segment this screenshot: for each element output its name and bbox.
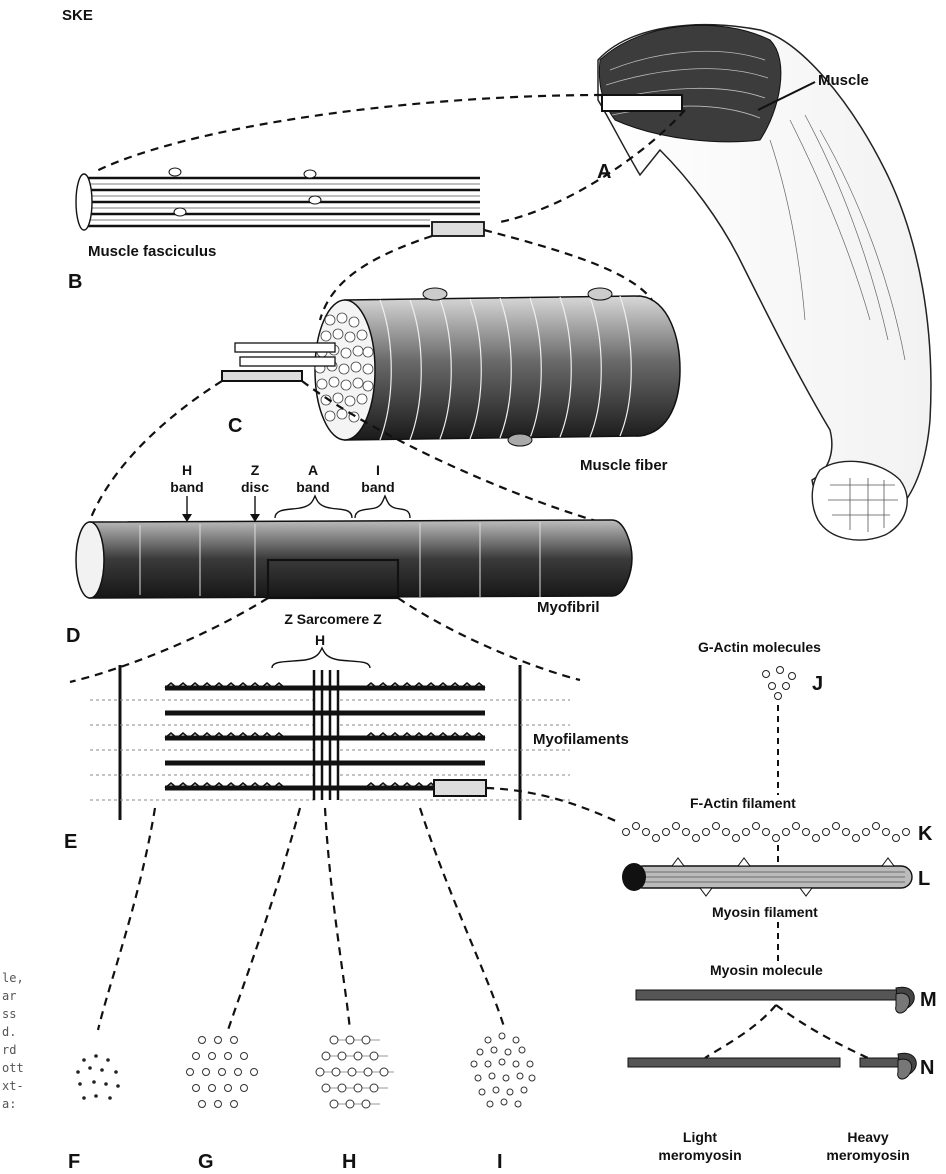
label-g-actin: G-Actin molecules [698,639,821,655]
connector-e-f [98,808,155,1030]
label-myosin-filament: Myosin filament [712,904,818,920]
cross-section-g [187,1037,258,1108]
panel-letter-j: J [812,673,823,695]
label-myofibril: Myofibril [537,599,600,616]
cross-section-f [76,1054,120,1100]
muscle-fiber [222,288,680,446]
label-z-disc-1: Z [251,462,260,478]
margin-text-fragments: le, ar ss d. rd ott xt- a: [2,971,24,1111]
connector-m-n-left [705,1005,776,1058]
margin-fragment: a: [2,1097,16,1111]
connector-e-l [486,788,618,822]
panel-letter-h: H [342,1151,356,1173]
muscle-fasciculus [76,168,484,236]
label-muscle-fiber: Muscle fiber [580,457,668,474]
myosin-molecule [636,987,914,1013]
margin-fragment: xt- [2,1079,24,1093]
label-muscle-fasciculus: Muscle fasciculus [88,243,216,260]
f-actin-filament [623,823,910,842]
panel-letter-d: D [66,625,80,647]
myofilaments [90,648,570,820]
margin-fragment: le, [2,971,24,985]
panel-letter-c: C [228,415,242,437]
panel-letter-f: F [68,1151,80,1173]
label-z-disc-2: disc [241,479,269,495]
label-a-band-1: A [308,462,318,478]
cross-section-i [471,1033,535,1107]
label-f-actin: F-Actin filament [690,795,796,811]
panel-letter-b: B [68,271,82,293]
myosin-filament [622,858,912,896]
light-meromyosin [628,1058,840,1067]
label-sarcomere: Z Sarcomere Z [284,611,382,627]
label-a-band-2: band [296,479,329,495]
g-actin-molecules [763,667,796,700]
margin-fragment: rd [2,1043,16,1057]
panel-letter-l: L [918,868,930,890]
label-myosin-molecule: Myosin molecule [710,962,823,978]
margin-fragment: ott [2,1061,24,1075]
panel-letter-n: N [920,1057,934,1079]
margin-fragment: ss [2,1007,16,1021]
band-labels: H band Z disc A band I band [170,462,410,522]
connector-c-d-left [90,381,222,520]
label-h-band-1: H [182,462,192,478]
connector-e-i [420,808,505,1030]
label-i-band-1: I [376,462,380,478]
connector-e-g [228,808,300,1030]
label-myofilaments: Myofilaments [533,731,629,748]
corner-label: SKE [62,7,93,24]
panel-letter-m: M [920,989,937,1011]
label-heavy-meromyosin-1: Heavy [847,1129,888,1145]
label-h-band-2: band [170,479,203,495]
connector-b-c-right [484,230,652,300]
heavy-meromyosin [860,1053,916,1079]
cross-section-h [316,1036,394,1108]
connector-e-h [325,808,350,1030]
margin-fragment: d. [2,1025,16,1039]
label-light-meromyosin-1: Light [683,1129,718,1145]
label-muscle: Muscle [818,72,869,89]
label-heavy-meromyosin-2: meromyosin [826,1147,909,1163]
connector-a-b-top [80,95,602,180]
panel-letter-g: G [198,1151,214,1173]
panel-letter-k: K [918,823,933,845]
margin-fragment: ar [2,989,16,1003]
label-light-meromyosin-2: meromyosin [658,1147,741,1163]
myofibril [76,520,632,598]
panel-letter-i: I [497,1151,503,1173]
label-i-band-2: band [361,479,394,495]
connector-m-n-right [776,1005,868,1058]
panel-letter-e: E [64,831,77,853]
connector-d-e-left [70,598,268,682]
label-h-zone: H [315,632,325,648]
